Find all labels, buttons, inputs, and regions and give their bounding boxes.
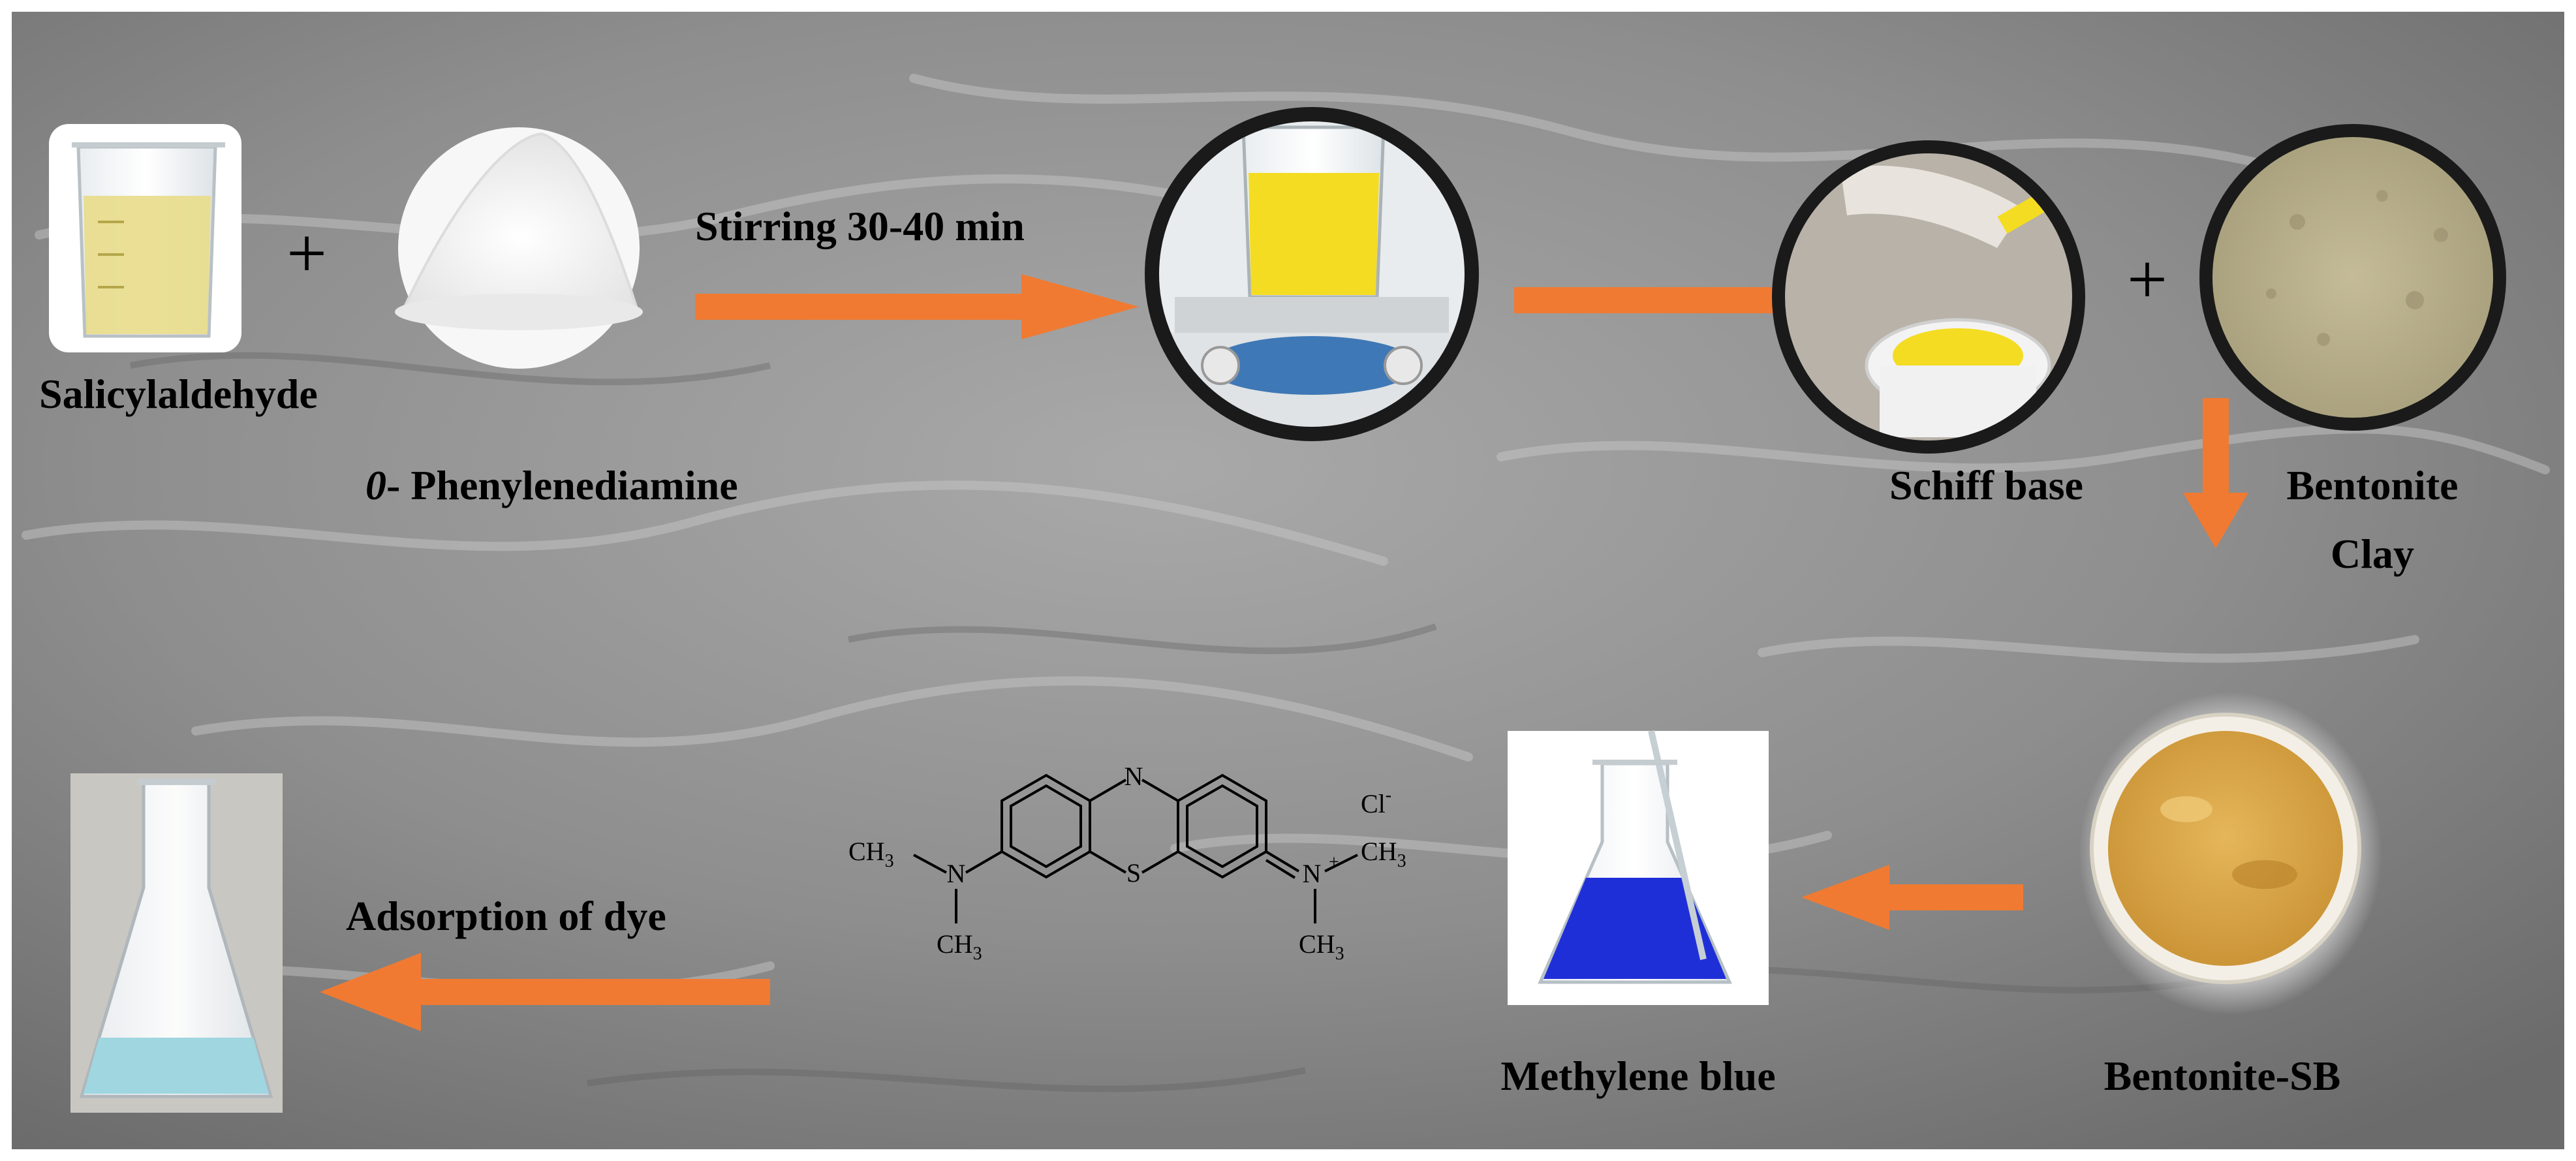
stirring-label: Stirring 30-40 min bbox=[695, 203, 1025, 249]
atom-n-right: N bbox=[1303, 859, 1322, 888]
methyl-right-bottom-ch: CH bbox=[1299, 929, 1335, 959]
methyl-right-top-ch: CH bbox=[1361, 837, 1397, 866]
chloride-charge: - bbox=[1386, 785, 1391, 805]
bentonite-clay-label-line1: Bentonite bbox=[2286, 462, 2458, 508]
stirring-image bbox=[1145, 107, 1479, 441]
salicylaldehyde-image bbox=[49, 124, 241, 352]
plus-sign-1: + bbox=[287, 213, 327, 293]
methyl-right-top-sub: 3 bbox=[1397, 851, 1406, 871]
bentonite-sb-label: Bentonite-SB bbox=[2104, 1053, 2341, 1099]
phenylenediamine-prefix: 0 bbox=[365, 462, 386, 508]
methylene-blue-image bbox=[1508, 730, 1769, 1005]
plus-sign-2: + bbox=[2127, 240, 2167, 319]
methylene-blue-structure-labels: N S N N + CH3 CH3 CH3 CH3 Cl- bbox=[848, 762, 1406, 964]
methyl-left-bottom: CH3 bbox=[937, 929, 982, 964]
arrow-to-methylene-blue bbox=[1801, 865, 2023, 930]
adsorption-label: Adsorption of dye bbox=[346, 893, 666, 939]
atom-n-left: N bbox=[947, 859, 966, 888]
phenylenediamine-name: - Phenylenediamine bbox=[386, 462, 738, 508]
methyl-right-bottom: CH3 bbox=[1299, 929, 1344, 964]
methyl-left-bottom-ch: CH bbox=[937, 929, 973, 959]
bentonite-clay-label-line2: Clay bbox=[2331, 531, 2414, 577]
bentonite-clay-image bbox=[2199, 124, 2506, 431]
bentonite-sb-image bbox=[2079, 692, 2382, 1015]
methyl-left-top-sub: 3 bbox=[885, 851, 894, 871]
methyl-right-top: CH3 bbox=[1361, 837, 1406, 871]
methyl-left-top-ch: CH bbox=[848, 837, 885, 866]
atom-s: S bbox=[1126, 858, 1141, 888]
methyl-right-bottom-sub: 3 bbox=[1335, 944, 1344, 964]
chloride-symbol: Cl bbox=[1361, 789, 1386, 818]
phenylenediamine-powder-image bbox=[395, 127, 643, 369]
arrow-stirring bbox=[695, 274, 1139, 339]
methyl-left-top: CH3 bbox=[848, 837, 894, 871]
chloride-ion: Cl- bbox=[1361, 785, 1391, 818]
methylene-blue-structure bbox=[913, 773, 1358, 923]
phenylenediamine-label: 0- Phenylenediamine bbox=[365, 462, 738, 508]
methyl-left-bottom-sub: 3 bbox=[973, 944, 982, 964]
arrow-adsorption bbox=[320, 953, 770, 1031]
arrow-down-to-bentonite-sb bbox=[2183, 398, 2248, 548]
treated-flask-image bbox=[70, 773, 283, 1113]
schiff-base-image bbox=[1772, 140, 2085, 454]
methylene-blue-label: Methylene blue bbox=[1500, 1053, 1775, 1099]
atom-n-plus: + bbox=[1329, 852, 1339, 873]
schiff-base-label: Schiff base bbox=[1889, 462, 2083, 508]
salicylaldehyde-label: Salicylaldehyde bbox=[39, 371, 318, 417]
atom-n-top: N bbox=[1125, 762, 1143, 791]
